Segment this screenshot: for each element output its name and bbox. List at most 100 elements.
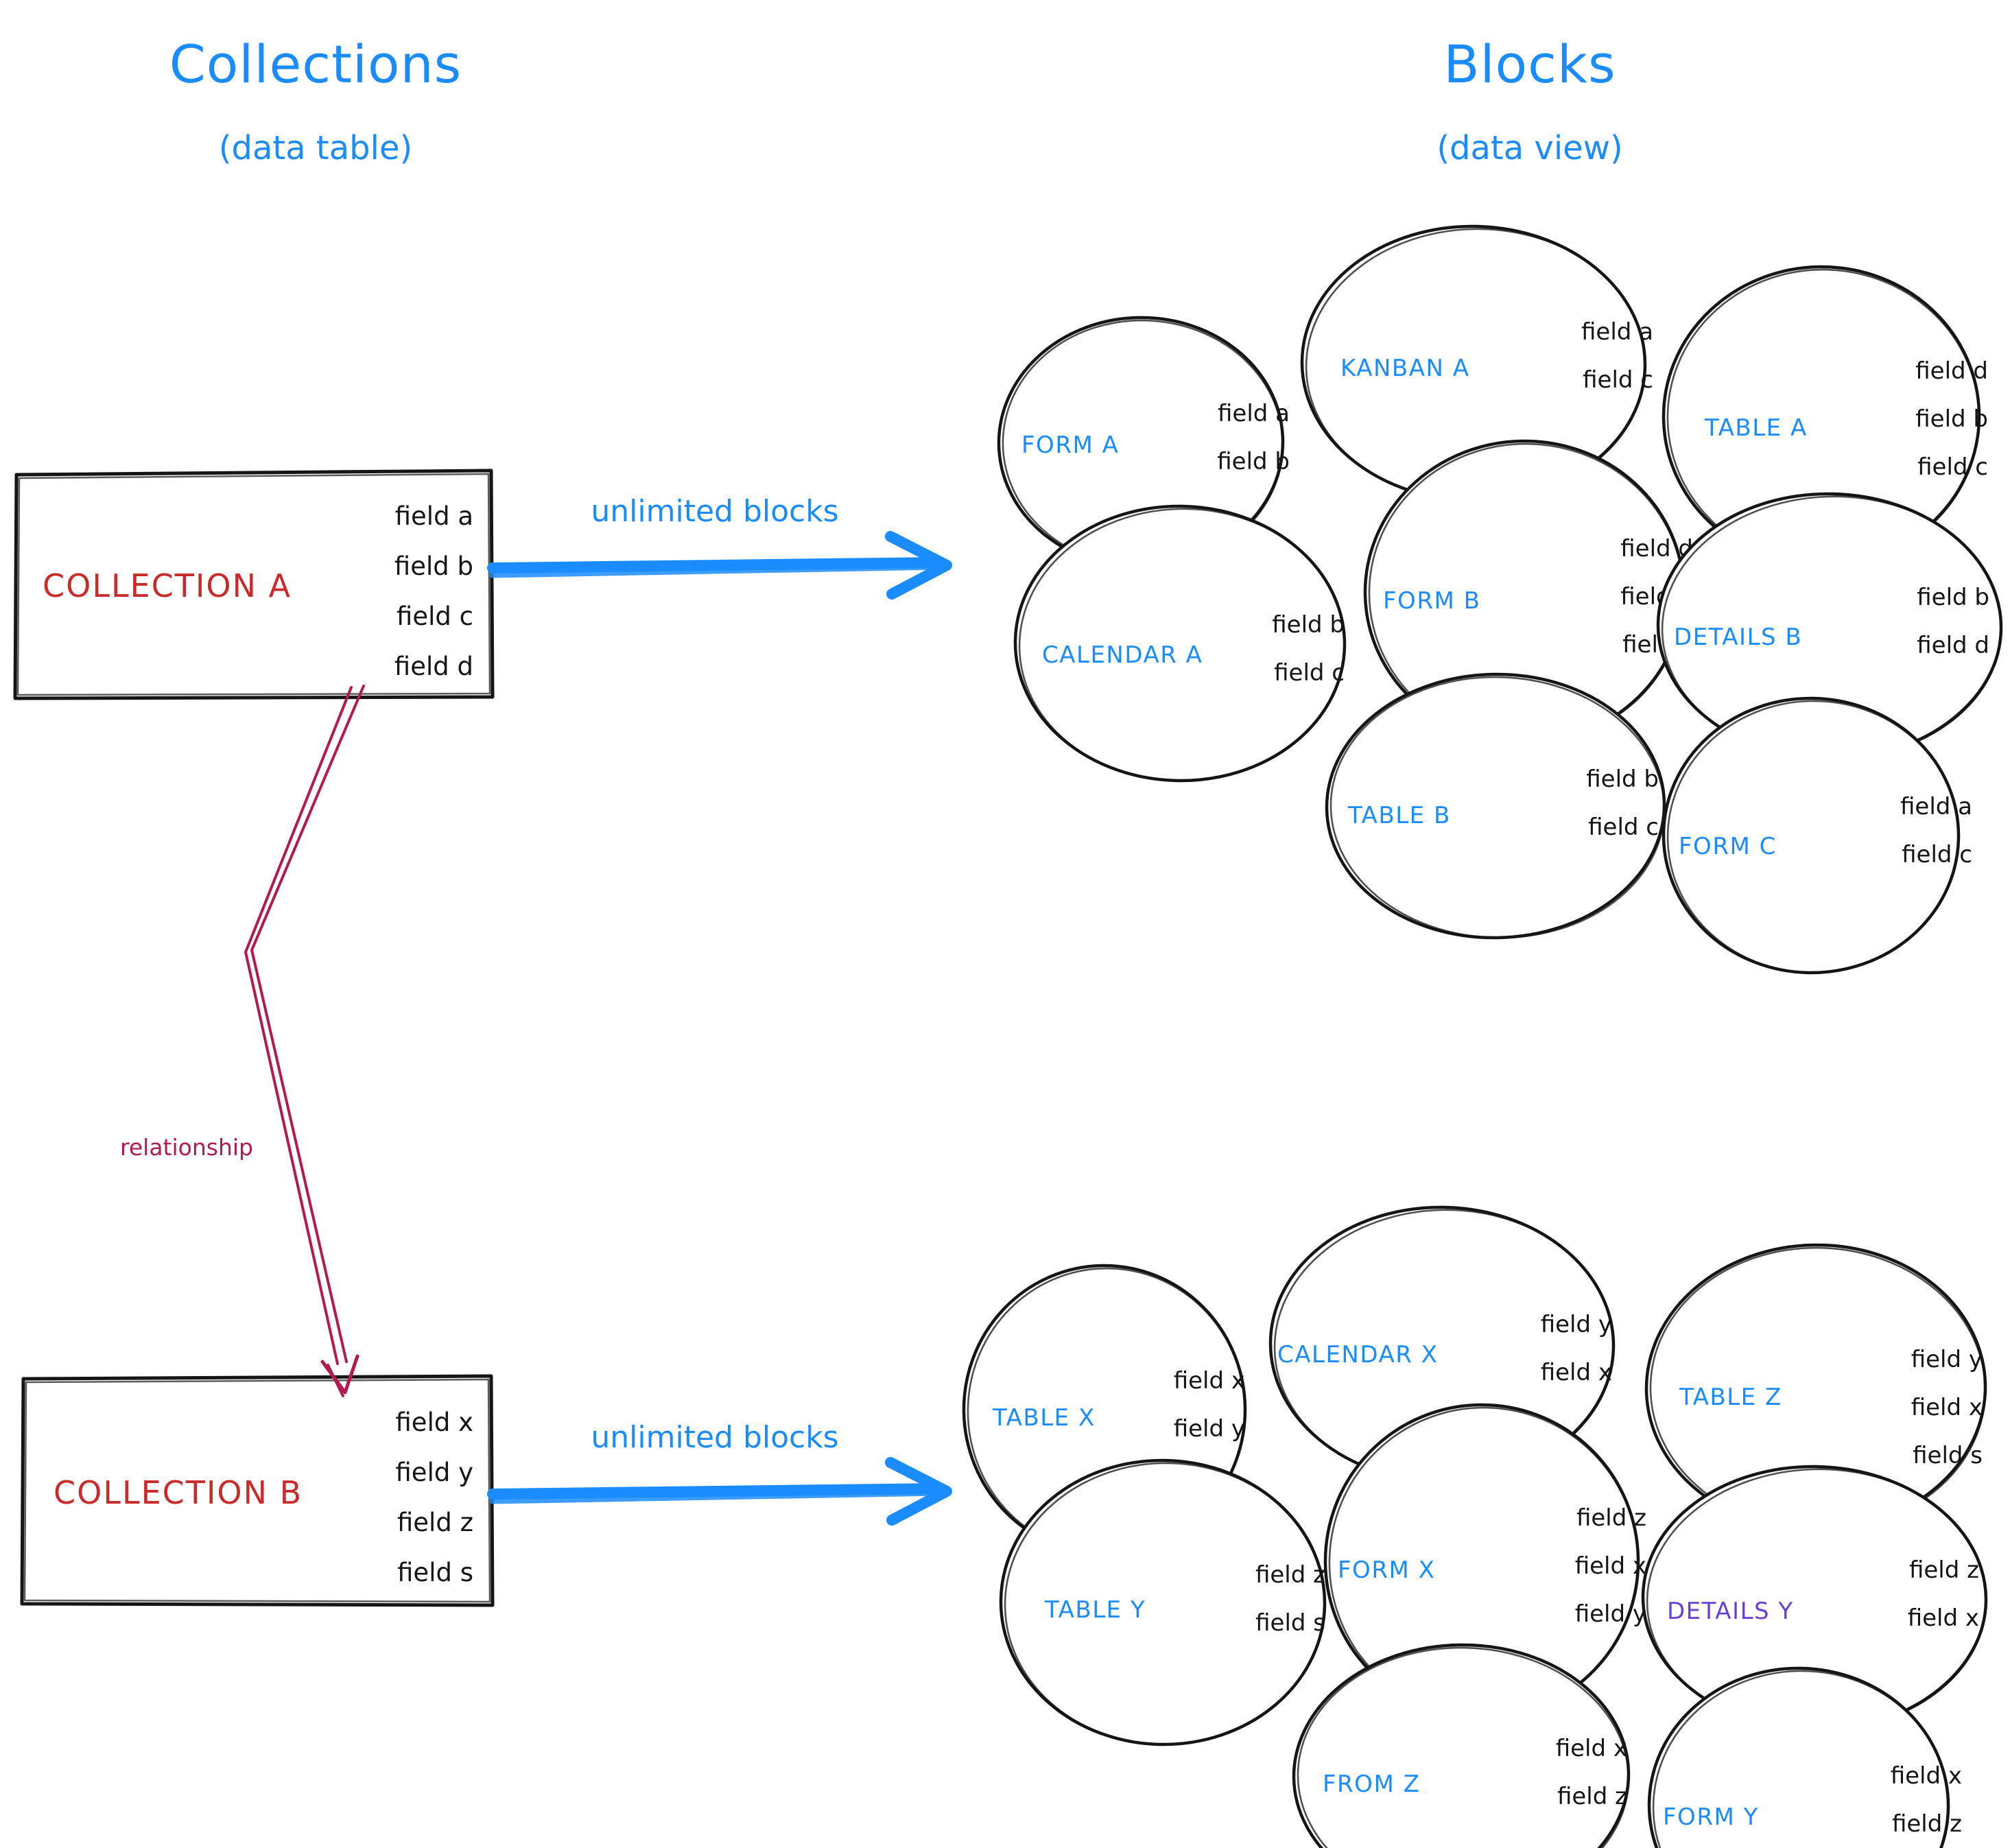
block-node-form-c[interactable]: FORM C field a field c — [1662, 696, 1972, 976]
collection-b-name: COLLECTION B — [54, 1474, 303, 1511]
block-field-form-x-1: field x — [1575, 1552, 1646, 1580]
relationship-arrowhead-tail — [327, 1364, 344, 1397]
collection-a-node[interactable]: COLLECTION A field a field b field c fie… — [13, 469, 495, 700]
block-field-table-b-0: field b — [1586, 766, 1659, 793]
block-node-calendar-a[interactable]: CALENDAR A field b field c — [1013, 504, 1349, 785]
block-label-from-z: FROM Z — [1323, 1770, 1420, 1798]
block-field-details-b-0: field b — [1917, 584, 1989, 611]
block-node-kanban-a[interactable]: KANBAN A field a field c — [1300, 224, 1653, 506]
heading-collections: Collections (data table) — [169, 34, 462, 167]
block-label-details-y: DETAILS Y — [1667, 1598, 1794, 1625]
block-field-details-y-0: field z — [1909, 1556, 1979, 1584]
block-label-calendar-a: CALENDAR A — [1042, 641, 1203, 669]
block-field-kanban-a-0: field a — [1581, 318, 1653, 346]
block-field-form-x-0: field z — [1576, 1504, 1646, 1532]
relationship-line-pass-2 — [244, 686, 353, 1365]
block-ellipse-second-pass — [1652, 1670, 1950, 1848]
block-field-calendar-x-1: field x — [1541, 1359, 1612, 1386]
arrow-b-shaft-second-pass — [489, 1489, 945, 1504]
block-field-calendar-a-1: field c — [1274, 659, 1345, 687]
arrow-b-head — [885, 1457, 952, 1526]
block-ellipse-second-pass — [1004, 1462, 1326, 1746]
block-node-from-z[interactable]: FROM Z field x field z — [1292, 1642, 1632, 1848]
block-field-form-x-2: field y — [1575, 1600, 1646, 1628]
block-field-from-z-1: field z — [1557, 1783, 1627, 1810]
page-subtitle-blocks: (data view) — [1436, 129, 1622, 167]
block-label-table-x: TABLE X — [992, 1404, 1096, 1432]
collection-a-name: COLLECTION A — [43, 567, 292, 604]
block-label-details-b: DETAILS B — [1674, 624, 1802, 651]
block-label-form-b: FORM B — [1383, 587, 1480, 615]
arrow-a-head — [885, 531, 952, 600]
block-field-table-y-1: field s — [1255, 1609, 1325, 1637]
heading-blocks: Blocks (data view) — [1436, 34, 1622, 167]
collection-b-field-1: field y — [396, 1458, 474, 1487]
collection-b-field-2: field z — [397, 1508, 473, 1537]
block-label-table-y: TABLE Y — [1044, 1596, 1146, 1624]
blocks-group-b: TABLE X field x field y CALENDAR X field y fi… — [962, 1205, 1988, 1848]
block-field-form-y-1: field z — [1892, 1810, 1962, 1838]
collection-a-field-0: field a — [395, 501, 473, 531]
block-field-calendar-x-0: field y — [1541, 1311, 1612, 1338]
arrow-a-shaft-second-pass — [489, 563, 945, 578]
block-field-table-y-0: field z — [1255, 1561, 1325, 1589]
block-node-details-b[interactable]: DETAILS B field b field d — [1656, 491, 2005, 763]
block-field-table-a-1: field b — [1915, 405, 1988, 433]
block-label-kanban-a: KANBAN A — [1340, 355, 1469, 382]
block-field-details-b-1: field d — [1917, 632, 1989, 659]
block-ellipse-second-pass — [1018, 508, 1346, 782]
block-ellipse-second-pass — [1666, 700, 1960, 974]
block-field-calendar-a-0: field b — [1272, 611, 1345, 639]
unlimited-blocks-arrow-b: unlimited blocks — [487, 1420, 952, 1526]
block-field-table-x-1: field y — [1174, 1415, 1245, 1443]
block-field-form-c-1: field c — [1902, 841, 1972, 868]
page-subtitle-collections: (data table) — [219, 129, 412, 167]
block-field-form-y-0: field x — [1891, 1762, 1962, 1790]
block-field-table-a-2: field c — [1917, 453, 1988, 481]
block-label-form-x: FORM X — [1338, 1556, 1435, 1584]
arrow-a-label: unlimited blocks — [591, 494, 838, 529]
block-label-table-z: TABLE Z — [1679, 1384, 1782, 1411]
collection-a-field-1: field b — [394, 552, 473, 581]
block-label-form-a: FORM A — [1021, 431, 1119, 459]
block-label-table-a: TABLE A — [1704, 414, 1808, 442]
block-field-form-c-0: field a — [1900, 793, 1972, 820]
collection-a-outline-second-pass — [16, 473, 491, 696]
collection-a-field-2: field c — [397, 602, 473, 631]
arrow-b-label: unlimited blocks — [591, 1420, 838, 1455]
block-label-form-y: FORM Y — [1663, 1803, 1759, 1831]
block-node-form-a[interactable]: FORM A field a field b — [997, 315, 1290, 571]
relationship-connector[interactable]: relationship — [120, 685, 365, 1397]
block-field-table-z-0: field y — [1911, 1346, 1983, 1373]
block-field-table-z-1: field x — [1911, 1394, 1983, 1421]
block-field-kanban-a-1: field c — [1583, 366, 1653, 394]
block-field-form-a-1: field b — [1217, 448, 1290, 475]
block-field-from-z-0: field x — [1556, 1735, 1627, 1762]
collection-b-field-0: field x — [396, 1408, 474, 1437]
relationship-line-pass-1 — [250, 685, 365, 1363]
collection-a-outline — [13, 469, 495, 700]
block-field-table-a-0: field d — [1915, 357, 1988, 385]
collection-b-field-3: field s — [397, 1558, 473, 1587]
page-title-collections: Collections — [169, 34, 462, 95]
arrow-b-shaft — [487, 1483, 947, 1500]
blocks-group-a: FORM A field a field b KANBAN A field a field… — [997, 224, 2005, 976]
block-field-details-y-1: field x — [1908, 1604, 1979, 1632]
block-field-table-b-1: field c — [1588, 814, 1659, 841]
page-title-blocks: Blocks — [1443, 34, 1616, 95]
block-label-form-c: FORM C — [1679, 833, 1777, 860]
relationship-label: relationship — [120, 1134, 253, 1161]
unlimited-blocks-arrow-a: unlimited blocks — [487, 494, 952, 600]
collection-a-field-3: field d — [394, 652, 473, 681]
block-field-table-z-2: field s — [1913, 1442, 1983, 1469]
block-field-form-a-0: field a — [1218, 400, 1290, 427]
block-node-table-y[interactable]: TABLE Y field z field s — [998, 1458, 1328, 1749]
block-label-calendar-x: CALENDAR X — [1277, 1341, 1438, 1369]
collection-b-node[interactable]: COLLECTION B field x field y field z fie… — [20, 1374, 495, 1607]
arrow-a-shaft — [487, 557, 947, 573]
block-field-table-x-0: field x — [1174, 1367, 1245, 1395]
block-node-form-y[interactable]: FORM Y field x field z — [1647, 1666, 1962, 1848]
